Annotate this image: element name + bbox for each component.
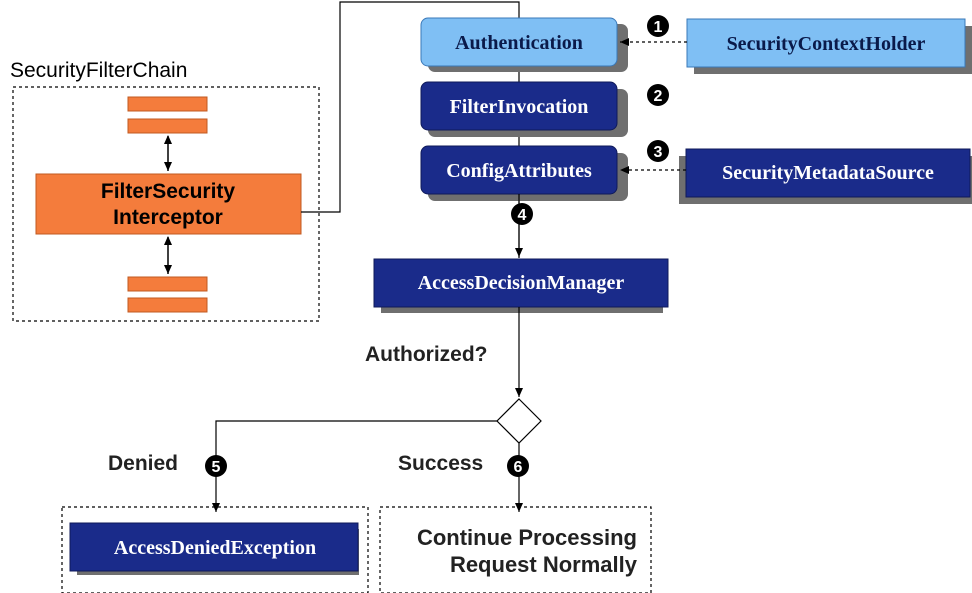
access-denied-exception-box	[69, 522, 359, 572]
authentication-box	[420, 17, 618, 67]
access-decision-manager-label: AccessDecisionManager	[418, 272, 625, 294]
step-2-badge	[647, 84, 669, 106]
access-denied-exception-label: AccessDeniedException	[114, 537, 316, 559]
step-4-number: 4	[518, 207, 527, 224]
chain-container	[12, 86, 320, 322]
filter-bar-bottom-1	[127, 276, 208, 292]
step-1-number: 1	[654, 19, 663, 36]
chain-title: SecurityFilterChain	[10, 59, 187, 82]
filter-security-interceptor	[35, 173, 302, 235]
security-context-holder-box	[686, 18, 966, 68]
continue-label-line1: Continue Processing	[417, 525, 637, 550]
filter-invocation-box	[420, 81, 618, 131]
step-3-number: 3	[654, 144, 663, 161]
interceptor-label-line1: FilterSecurity	[101, 180, 236, 203]
filter-invocation-label: FilterInvocation	[450, 96, 589, 118]
access-decision-manager-box	[373, 258, 669, 308]
denied-path-arrow	[212, 420, 497, 512]
filter-bar-top-1	[127, 96, 208, 112]
authorized-label: Authorized?	[365, 343, 487, 366]
step-6-badge	[507, 455, 529, 477]
step-5-badge	[205, 455, 227, 477]
continue-label-line2: Request Normally	[450, 552, 638, 577]
step-3-badge	[647, 140, 669, 162]
interceptor-label-line2: Interceptor	[113, 206, 223, 229]
config-attributes-label: ConfigAttributes	[446, 160, 592, 182]
step-2-number: 2	[654, 88, 663, 105]
step-6-number: 6	[514, 459, 523, 476]
security-context-holder-label: SecurityContextHolder	[727, 33, 926, 55]
decision-diamond	[496, 398, 542, 444]
step-5-number: 5	[212, 459, 221, 476]
step-1-badge	[647, 15, 669, 37]
step-4-badge	[511, 203, 533, 225]
denied-container	[61, 506, 369, 593]
denied-label: Denied	[108, 452, 178, 475]
filter-bar-bottom-2	[127, 297, 208, 313]
authentication-label: Authentication	[455, 32, 583, 54]
filter-bar-top-2	[127, 118, 208, 134]
security-metadata-source-box	[685, 148, 971, 198]
security-metadata-source-label: SecurityMetadataSource	[722, 162, 934, 184]
success-container	[379, 506, 652, 593]
success-label: Success	[398, 452, 483, 475]
